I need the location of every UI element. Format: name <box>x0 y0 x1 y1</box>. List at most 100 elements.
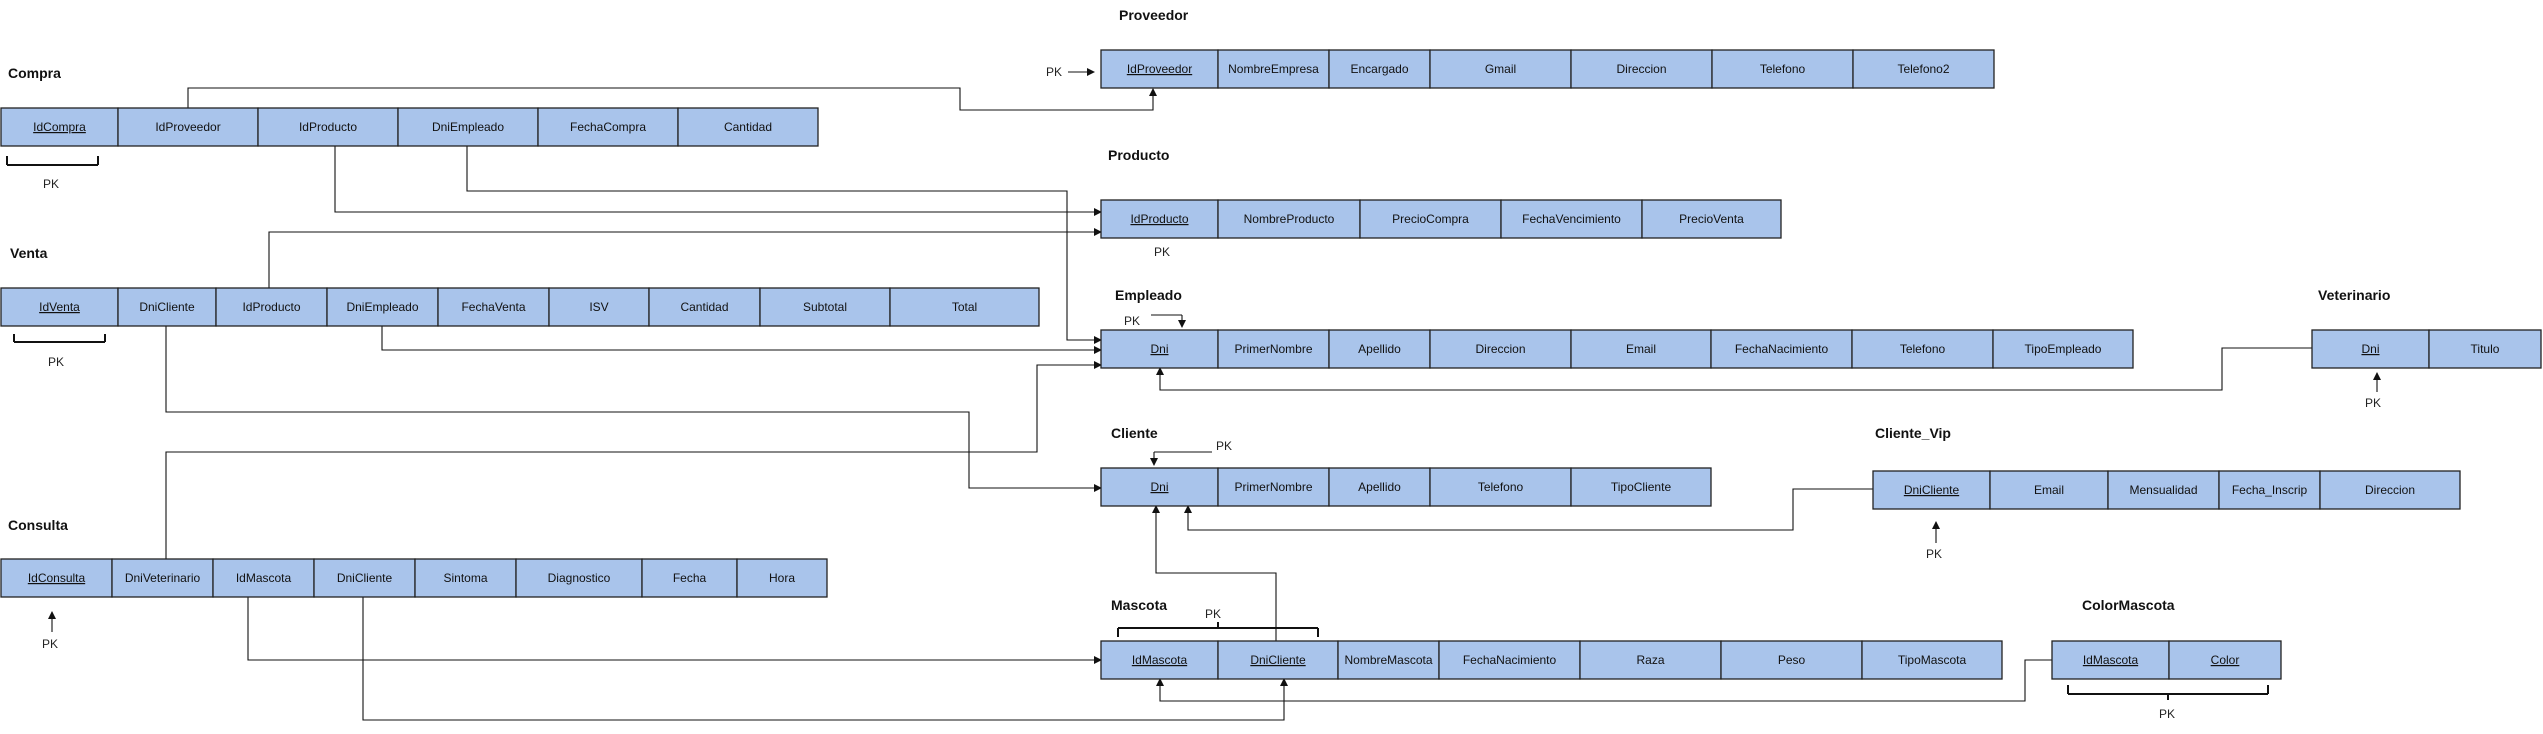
field-consulta-idconsulta[interactable]: IdConsulta <box>0 558 113 598</box>
field-label: Dni <box>1150 342 1168 356</box>
field-consulta-fecha[interactable]: Fecha <box>641 558 738 598</box>
pk-marker-compra: PK <box>6 156 99 191</box>
field-consulta-diagnostico[interactable]: Diagnostico <box>515 558 643 598</box>
field-cliente-telefono[interactable]: Telefono <box>1429 467 1572 507</box>
field-label: DniEmpleado <box>346 300 418 314</box>
field-compra-idcompra[interactable]: IdCompra <box>0 107 119 147</box>
field-mascota-raza[interactable]: Raza <box>1579 640 1722 680</box>
field-mascota-fechanacimiento[interactable]: FechaNacimiento <box>1438 640 1581 680</box>
field-producto-idproducto[interactable]: IdProducto <box>1100 199 1219 239</box>
field-proveedor-encargado[interactable]: Encargado <box>1328 49 1431 89</box>
field-consulta-hora[interactable]: Hora <box>736 558 828 598</box>
field-producto-nombreproducto[interactable]: NombreProducto <box>1217 199 1361 239</box>
pk-marker-proveedor: PK <box>1046 65 1095 79</box>
field-proveedor-telefono[interactable]: Telefono <box>1711 49 1854 89</box>
field-mascota-peso[interactable]: Peso <box>1720 640 1863 680</box>
field-empleado-direccion[interactable]: Direccion <box>1429 329 1572 369</box>
field-label: Telefono2 <box>1897 62 1949 76</box>
field-venta-cantidad[interactable]: Cantidad <box>648 287 761 327</box>
field-empleado-fechanacimiento[interactable]: FechaNacimiento <box>1710 329 1853 369</box>
field-label: FechaNacimiento <box>1735 342 1829 356</box>
field-consulta-idmascota[interactable]: IdMascota <box>212 558 315 598</box>
table-title-colormascota: ColorMascota <box>2082 597 2175 613</box>
field-consulta-dnicliente[interactable]: DniCliente <box>313 558 416 598</box>
field-label: IdProducto <box>299 120 357 134</box>
field-producto-preciocompra[interactable]: PrecioCompra <box>1359 199 1502 239</box>
field-proveedor-idproveedor[interactable]: IdProveedor <box>1100 49 1219 89</box>
table-title-proveedor: Proveedor <box>1119 7 1189 23</box>
field-label: Raza <box>1636 653 1664 667</box>
field-venta-isv[interactable]: ISV <box>548 287 650 327</box>
field-proveedor-nombreempresa[interactable]: NombreEmpresa <box>1217 49 1330 89</box>
field-cliente-apellido[interactable]: Apellido <box>1328 467 1431 507</box>
field-empleado-apellido[interactable]: Apellido <box>1328 329 1431 369</box>
field-cliente_vip-fecha_inscrip[interactable]: Fecha_Inscrip <box>2218 470 2321 510</box>
field-venta-dniempleado[interactable]: DniEmpleado <box>326 287 439 327</box>
field-consulta-sintoma[interactable]: Sintoma <box>414 558 517 598</box>
field-venta-fechaventa[interactable]: FechaVenta <box>437 287 550 327</box>
field-proveedor-telefono2[interactable]: Telefono2 <box>1852 49 1995 89</box>
field-label: Subtotal <box>803 300 847 314</box>
field-veterinario-dni[interactable]: Dni <box>2311 329 2430 369</box>
field-producto-precioventa[interactable]: PrecioVenta <box>1641 199 1782 239</box>
field-compra-idproducto[interactable]: IdProducto <box>257 107 399 147</box>
field-mascota-dnicliente[interactable]: DniCliente <box>1217 640 1339 680</box>
field-mascota-idmascota[interactable]: IdMascota <box>1100 640 1219 680</box>
field-cliente_vip-mensualidad[interactable]: Mensualidad <box>2107 470 2220 510</box>
field-compra-idproveedor[interactable]: IdProveedor <box>117 107 259 147</box>
field-venta-idventa[interactable]: IdVenta <box>0 287 119 327</box>
relation-cliente_vip-dnicliente-to-cliente-dni <box>1184 488 1873 531</box>
field-empleado-email[interactable]: Email <box>1570 329 1712 369</box>
relation-venta-dniempleado-to-empleado-dni <box>381 326 1102 354</box>
field-consulta-dniveterinario[interactable]: DniVeterinario <box>111 558 214 598</box>
field-venta-total[interactable]: Total <box>889 287 1040 327</box>
field-producto-fechavencimiento[interactable]: FechaVencimiento <box>1500 199 1643 239</box>
field-compra-fechacompra[interactable]: FechaCompra <box>537 107 679 147</box>
field-cliente_vip-email[interactable]: Email <box>1989 470 2109 510</box>
field-label: FechaNacimiento <box>1463 653 1557 667</box>
field-label: NombreEmpresa <box>1228 62 1319 76</box>
field-label: IdMascota <box>236 571 292 585</box>
field-label: PrimerNombre <box>1234 480 1312 494</box>
field-label: Apellido <box>1358 342 1401 356</box>
field-venta-dnicliente[interactable]: DniCliente <box>117 287 217 327</box>
field-label: TipoMascota <box>1898 653 1967 667</box>
field-empleado-primernombre[interactable]: PrimerNombre <box>1217 329 1330 369</box>
field-colormascota-idmascota[interactable]: IdMascota <box>2051 640 2170 680</box>
field-mascota-nombremascota[interactable]: NombreMascota <box>1337 640 1440 680</box>
field-empleado-telefono[interactable]: Telefono <box>1851 329 1994 369</box>
field-proveedor-direccion[interactable]: Direccion <box>1570 49 1713 89</box>
field-label: PrecioCompra <box>1392 212 1469 226</box>
pk-label: PK <box>1205 607 1221 621</box>
field-empleado-tipoempleado[interactable]: TipoEmpleado <box>1992 329 2134 369</box>
relation-venta-dnicliente-to-cliente-dni <box>165 326 1102 492</box>
field-label: Dni <box>2361 342 2379 356</box>
field-compra-cantidad[interactable]: Cantidad <box>677 107 819 147</box>
field-cliente-primernombre[interactable]: PrimerNombre <box>1217 467 1330 507</box>
field-proveedor-gmail[interactable]: Gmail <box>1429 49 1572 89</box>
field-mascota-tipomascota[interactable]: TipoMascota <box>1861 640 2003 680</box>
table-title-empleado: Empleado <box>1115 287 1182 303</box>
field-venta-subtotal[interactable]: Subtotal <box>759 287 891 327</box>
pk-label: PK <box>1046 65 1062 79</box>
field-compra-dniempleado[interactable]: DniEmpleado <box>397 107 539 147</box>
table-title-cliente: Cliente <box>1111 425 1158 441</box>
pk-marker-empleado: PK <box>1124 314 1186 328</box>
field-colormascota-color[interactable]: Color <box>2168 640 2282 680</box>
field-venta-idproducto[interactable]: IdProducto <box>215 287 328 327</box>
field-label: Direccion <box>2365 483 2415 497</box>
field-cliente_vip-direccion[interactable]: Direccion <box>2319 470 2461 510</box>
field-cliente_vip-dnicliente[interactable]: DniCliente <box>1872 470 1991 510</box>
field-cliente-tipocliente[interactable]: TipoCliente <box>1570 467 1712 507</box>
field-label: PrecioVenta <box>1679 212 1744 226</box>
field-cliente-dni[interactable]: Dni <box>1100 467 1219 507</box>
field-empleado-dni[interactable]: Dni <box>1100 329 1219 369</box>
field-veterinario-titulo[interactable]: Titulo <box>2428 329 2542 369</box>
